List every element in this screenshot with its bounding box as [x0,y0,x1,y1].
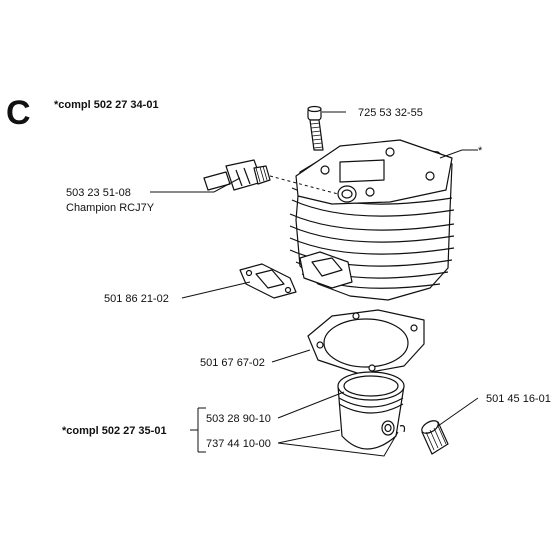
screw-part [307,105,324,151]
cylinder-leader-line [439,149,478,159]
spark-plug-part-number: 503 23 51-08 [66,187,131,199]
spark-plug-part [203,159,271,191]
piston-part [337,371,406,450]
needle-bearing-part [421,420,449,455]
piston-ring-leader-line [277,391,345,419]
exhaust-gasket-part [239,263,297,299]
cylinder-gasket-leader-line [271,349,311,363]
screw-part-number: 725 53 32-55 [358,107,423,119]
needle-bearing-part-number: 501 45 16-01 [486,393,551,405]
cylinder-assembly-label: *compl 502 27 34-01 [54,99,159,111]
piston-ring-part-number: 503 28 90-10 [206,413,271,425]
cylinder-gasket-part [307,309,425,375]
needle-bearing-leader-line [437,397,479,427]
piston-leader-line [277,429,341,444]
piston-assembly-label: *compl 502 27 35-01 [62,425,167,437]
cylinder-part-number: * [478,145,483,157]
exhaust-gasket-leader-line [181,281,251,299]
cylinder-gasket-part-number: 501 67 67-02 [200,357,265,369]
piston-assembly-bracket [190,407,206,453]
piston-pin-part-number: 737 44 10-00 [206,438,271,450]
section-letter: C [6,94,31,132]
piston-pin-leader-line [277,431,399,457]
spark-plug-leader-line [150,177,241,193]
cylinder-part [289,139,455,301]
spark-plug-name: Champion RCJ7Y [66,202,155,214]
exhaust-gasket-part-number: 501 86 21-02 [104,293,169,305]
